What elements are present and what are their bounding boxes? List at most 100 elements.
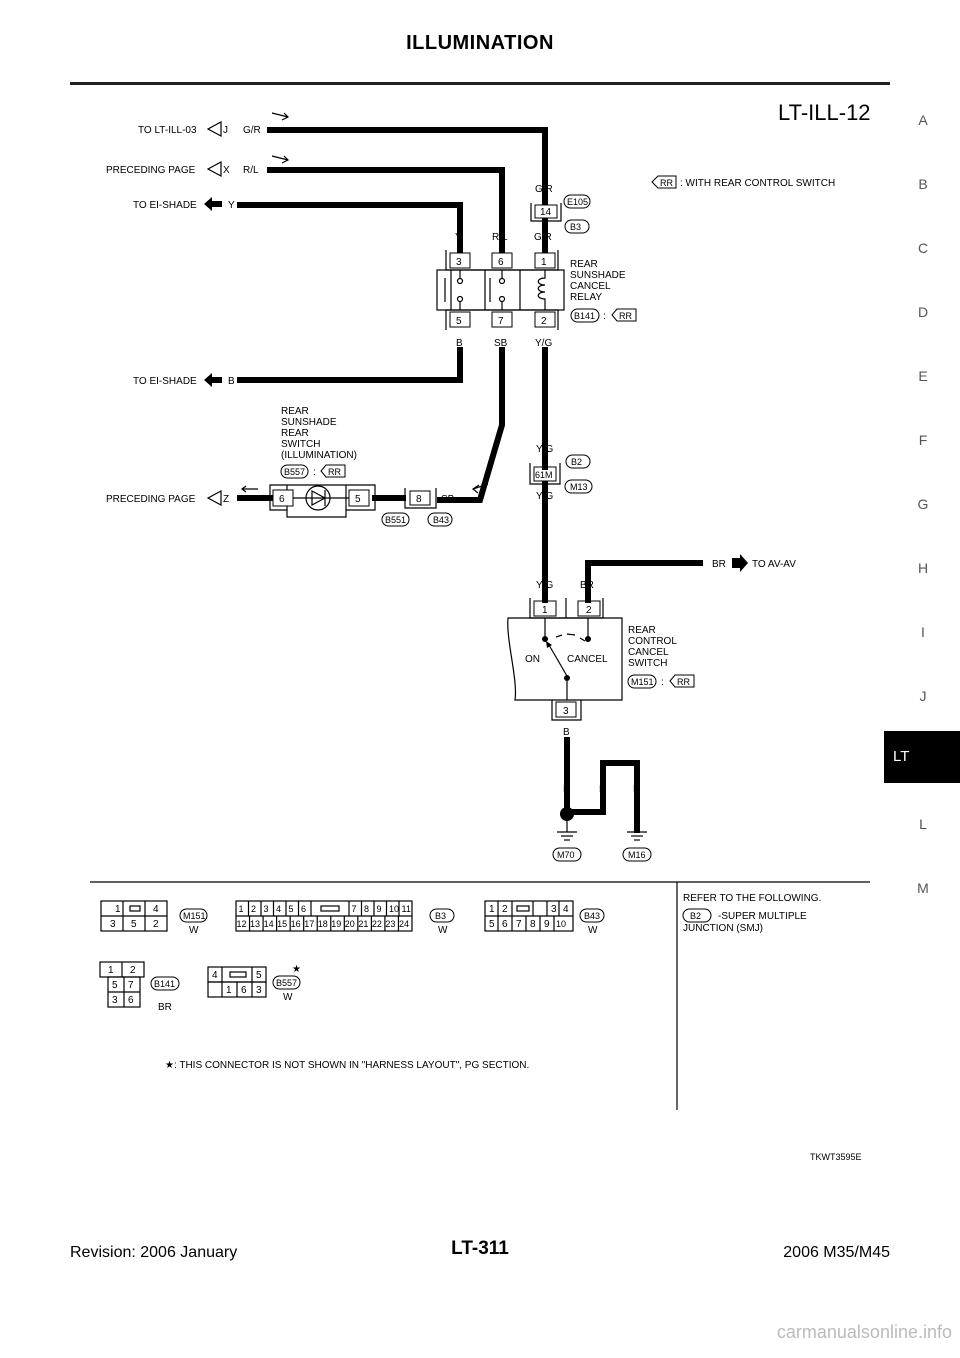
pin-number: 23 — [385, 919, 395, 929]
wire-label-b: B — [456, 338, 463, 349]
pin-number: 12 — [237, 919, 247, 929]
pin-number: 3 — [264, 904, 269, 914]
pin-number: 15 — [277, 919, 287, 929]
side-index-l[interactable]: L — [919, 816, 927, 832]
pin-number: 10 — [389, 904, 399, 914]
switch-blade-icon — [548, 644, 568, 677]
svg-text:7: 7 — [498, 316, 504, 327]
legend: RR : WITH REAR CONTROL SWITCH — [651, 175, 835, 189]
svg-text:4: 4 — [153, 904, 159, 915]
side-index-e[interactable]: E — [918, 368, 928, 384]
connector-id: B3 — [435, 911, 446, 921]
svg-text:JUNCTION (SMJ): JUNCTION (SMJ) — [683, 923, 763, 934]
svg-text:2: 2 — [541, 316, 547, 327]
signal-to-lt-ill-03: TO LT-ILL-03 J G/R — [138, 112, 290, 138]
relay-label-line3: CANCEL — [570, 281, 611, 292]
figure-id: TKWT3595E — [810, 1152, 862, 1162]
svg-text:RR: RR — [328, 467, 341, 477]
svg-text:1: 1 — [108, 965, 114, 976]
side-index-b[interactable]: B — [918, 176, 928, 192]
connector-b551-b43: 8 SB B551 B43 — [381, 483, 489, 527]
side-index-j[interactable]: J — [919, 688, 927, 704]
svg-text:B557: B557 — [276, 978, 297, 988]
svg-text:4: 4 — [563, 904, 569, 915]
svg-text:TO AV-AV: TO AV-AV — [752, 559, 796, 570]
svg-text:10: 10 — [556, 919, 566, 929]
svg-text:W: W — [283, 992, 293, 1003]
wire-r-l — [267, 167, 505, 235]
svg-text:TO EI-SHADE: TO EI-SHADE — [133, 376, 197, 387]
star-icon: ★ — [292, 964, 301, 975]
svg-text:4: 4 — [212, 970, 218, 981]
side-index-active-tab[interactable] — [884, 731, 960, 783]
signal-to-av-av: BR TO AV-AV — [712, 554, 796, 572]
svg-text:M13: M13 — [570, 482, 588, 492]
signal-preceding-page-1: PRECEDING PAGE X R/L — [106, 155, 290, 178]
connector-view-b557: 4 5 1 6 3 B557 ★ W — [207, 964, 301, 1003]
svg-text:SUNSHADE: SUNSHADE — [281, 417, 337, 428]
pin-number: 8 — [364, 904, 369, 914]
connector-arrow-icon — [206, 489, 222, 507]
connector-arrow-icon — [206, 160, 222, 178]
relay-coil-icon — [537, 270, 546, 310]
svg-text:1: 1 — [115, 904, 121, 915]
svg-text:REAR: REAR — [628, 625, 656, 636]
svg-text:B43: B43 — [433, 515, 449, 525]
wire-label-sb: SB — [494, 338, 508, 349]
svg-text:REAR: REAR — [281, 406, 309, 417]
svg-text:6: 6 — [279, 494, 285, 505]
side-index-d[interactable]: D — [917, 304, 929, 320]
footnote: ★: THIS CONNECTOR IS NOT SHOWN IN "HARNE… — [165, 1060, 529, 1071]
svg-text:M151: M151 — [631, 677, 654, 687]
svg-text:7: 7 — [516, 919, 522, 930]
signal-preceding-page-2: PRECEDING PAGE Z — [106, 485, 258, 507]
arrow-left-icon — [204, 197, 222, 211]
side-index-g[interactable]: G — [917, 496, 929, 512]
svg-text:Y/G: Y/G — [536, 444, 553, 455]
wire-y — [237, 202, 463, 235]
legend-text: : WITH REAR CONTROL SWITCH — [680, 178, 835, 189]
svg-text:7: 7 — [128, 980, 134, 991]
connector-view-b43: 1 2 3 4 5 6 7 8 9 10 B43 W — [484, 900, 605, 936]
wire-sb — [437, 347, 505, 503]
side-index-f[interactable]: F — [918, 432, 928, 448]
pin-number: 18 — [318, 919, 328, 929]
svg-text:5: 5 — [456, 316, 462, 327]
side-index-a[interactable]: A — [918, 112, 928, 128]
svg-text:RR: RR — [677, 677, 690, 687]
svg-text:2: 2 — [153, 919, 159, 930]
pin-number: 11 — [402, 904, 411, 914]
led-icon — [311, 489, 327, 507]
connector-view-m151: 1 4 3 5 2 M151 W — [100, 900, 208, 936]
svg-text:3: 3 — [110, 919, 116, 930]
relay-connector-id: B141 — [574, 311, 595, 321]
footer-page-number: LT-311 — [451, 1238, 509, 1259]
rear-sunshade-rear-switch: REAR SUNSHADE REAR SWITCH (ILLUMINATION)… — [269, 406, 376, 518]
signal-label: TO LT-ILL-03 — [138, 125, 197, 136]
svg-text:2: 2 — [130, 965, 136, 976]
signal-letter: J — [223, 125, 228, 136]
svg-text:B557: B557 — [284, 467, 305, 477]
svg-text:W: W — [588, 925, 598, 936]
rear-control-cancel-switch: Y/G BR 1 2 ON CANCEL REAR CONTROL CANCEL… — [507, 580, 695, 738]
side-index-c[interactable]: C — [917, 240, 929, 256]
pin-number: 6 — [301, 904, 306, 914]
svg-text::: : — [603, 311, 606, 322]
svg-text:E105: E105 — [567, 197, 588, 207]
pin-number: 17 — [304, 919, 314, 929]
svg-text:3: 3 — [456, 257, 462, 268]
side-index-lt[interactable]: LT — [893, 748, 910, 765]
pin-number: 7 — [352, 904, 357, 914]
pin-number: 16 — [291, 919, 301, 929]
svg-text:W: W — [189, 925, 199, 936]
signal-letter: Y — [228, 200, 235, 211]
side-index-i[interactable]: I — [921, 624, 925, 640]
ground-icon — [557, 831, 577, 841]
svg-text:M151: M151 — [183, 911, 206, 921]
side-index-m[interactable]: M — [917, 880, 929, 896]
svg-text:6: 6 — [128, 995, 134, 1006]
side-index-h[interactable]: H — [917, 560, 929, 576]
svg-text:B141: B141 — [154, 979, 175, 989]
relay-label-line1: REAR — [570, 259, 598, 270]
svg-text:B551: B551 — [385, 515, 406, 525]
